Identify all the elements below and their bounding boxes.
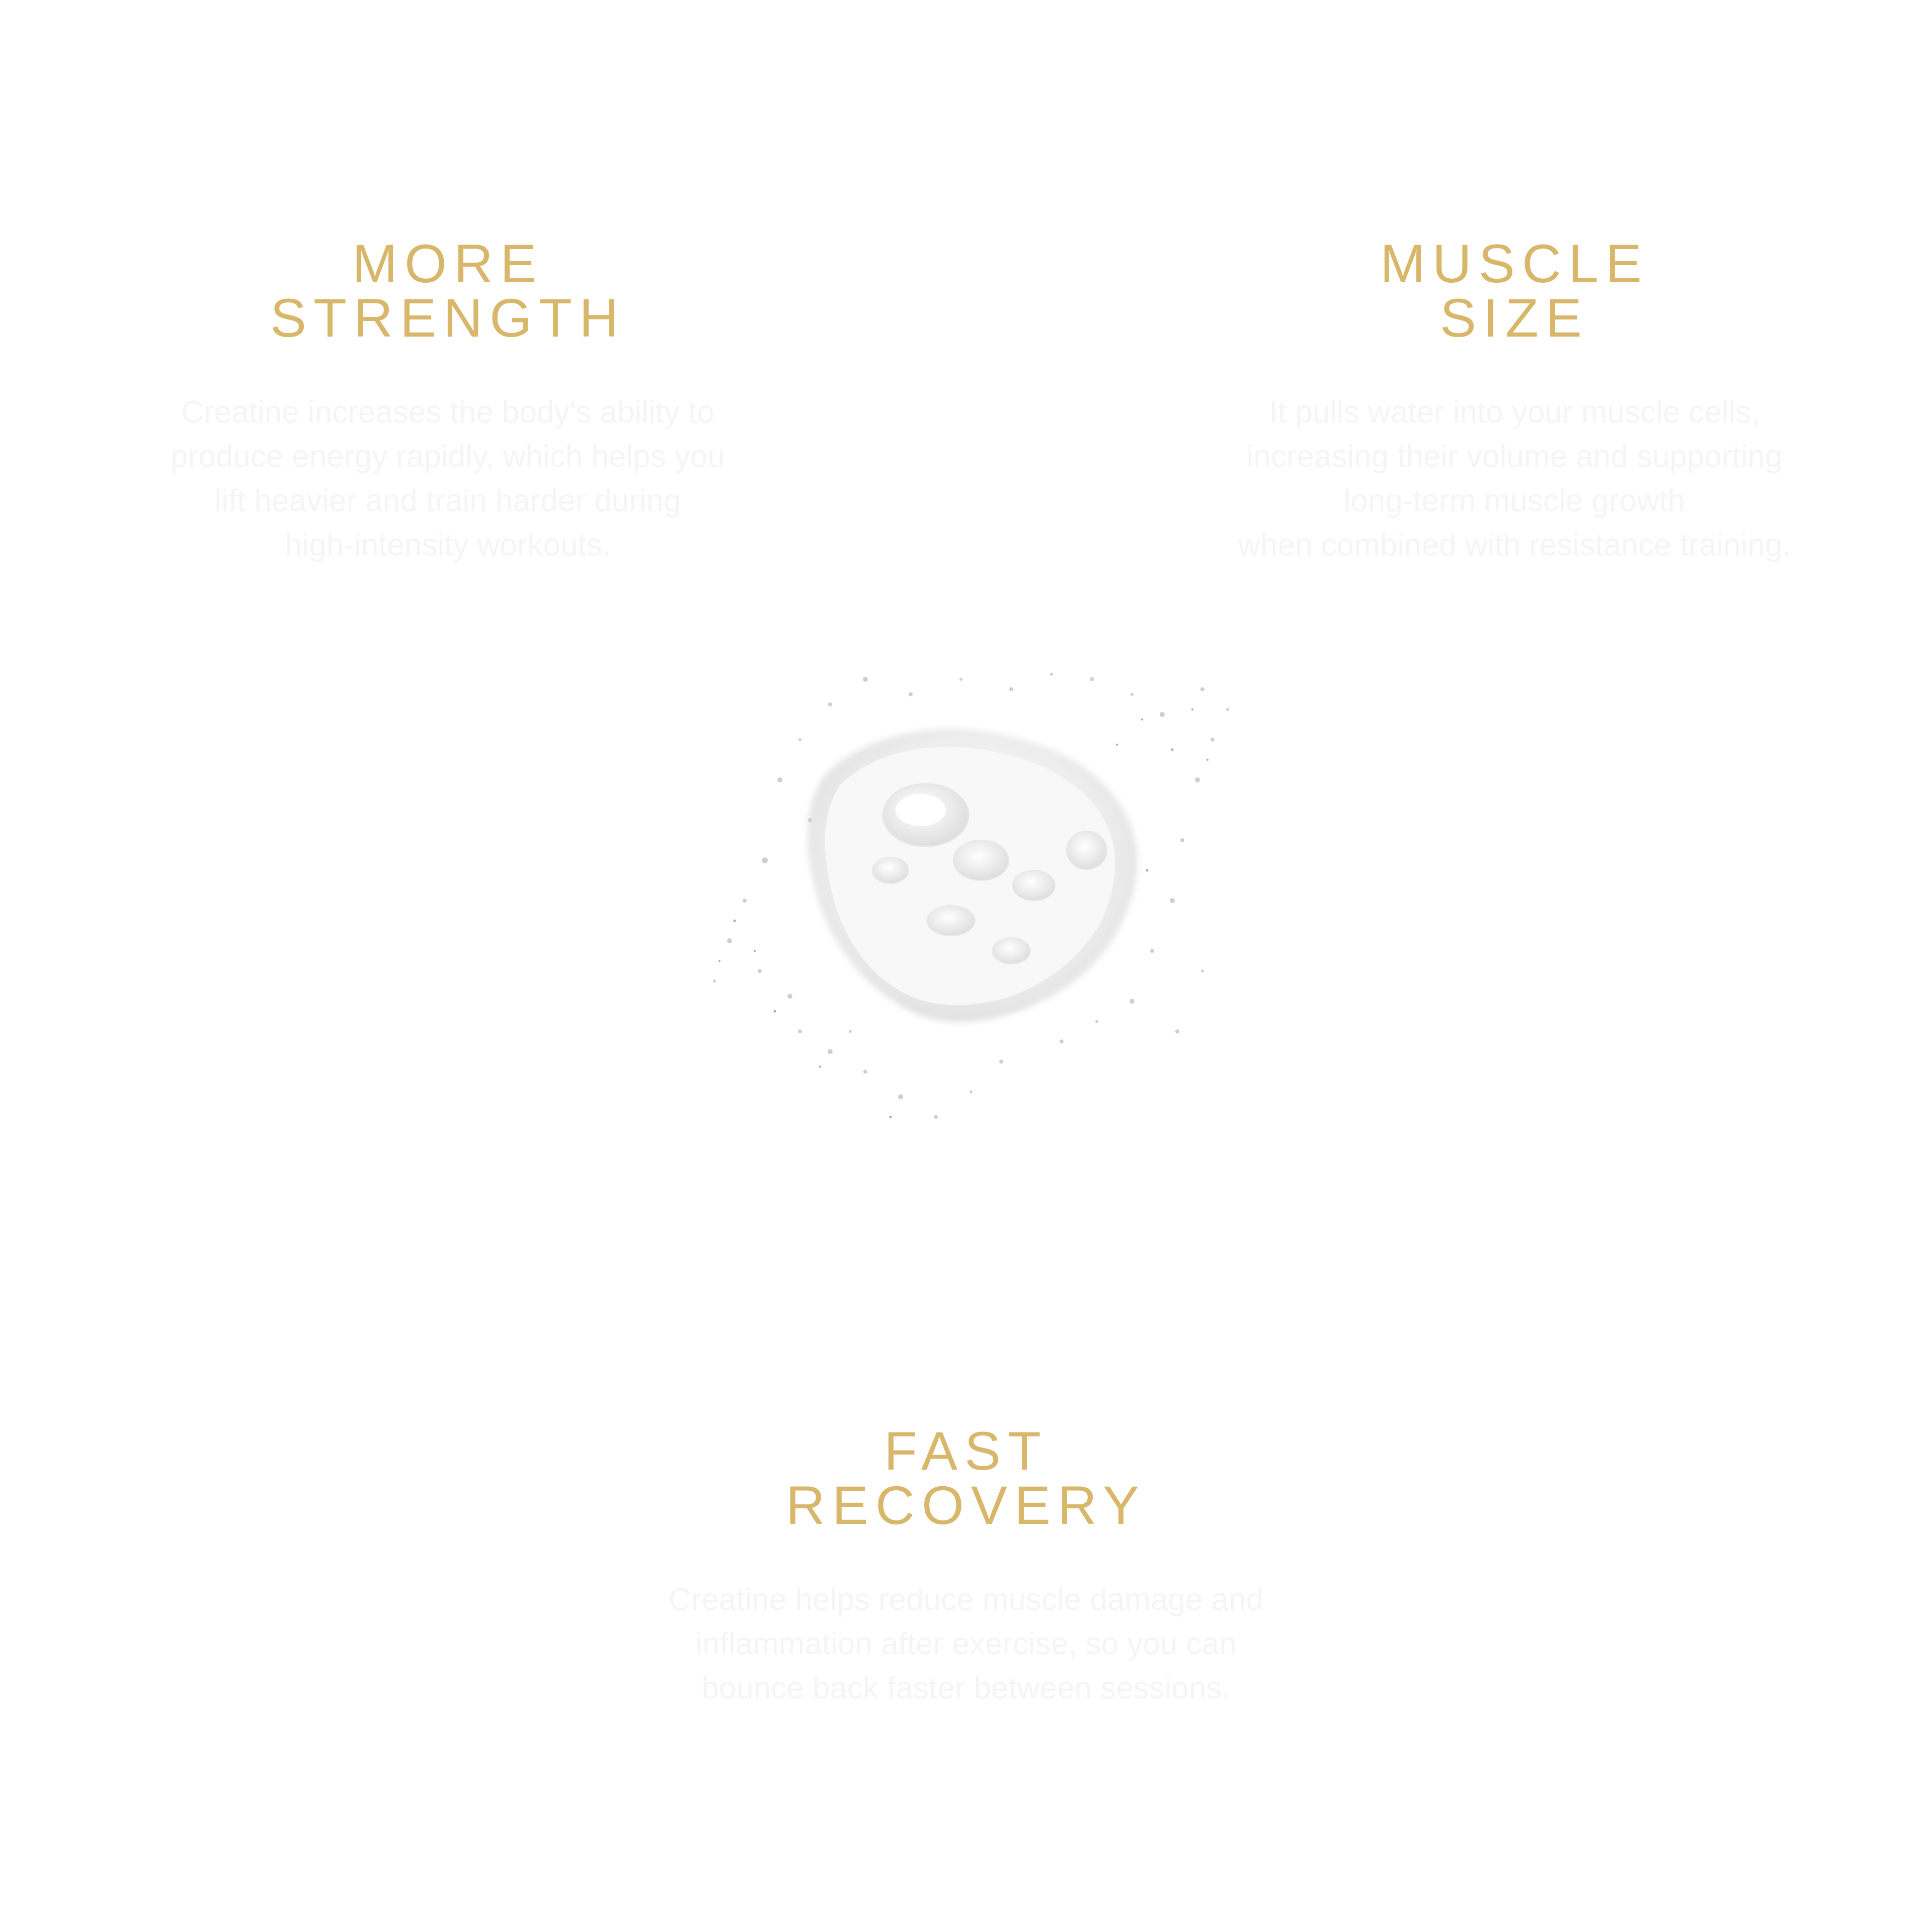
powder-pile-image (699, 649, 1248, 1132)
benefit-description-line: high-intensity workouts. (285, 528, 611, 562)
benefit-title-line2: SIZE (1439, 287, 1589, 348)
benefit-description-line: inflammation after exercise, so you can (695, 1627, 1237, 1661)
benefit-more-strength: MORE STRENGTH Creatine increases the bod… (70, 236, 825, 568)
benefit-description: Creatine increases the body's ability to… (70, 390, 825, 568)
benefit-title-line1: MUSCLE (1380, 233, 1649, 294)
benefit-title: MORE STRENGTH (70, 236, 825, 345)
benefit-description-line: when combined with resistance training. (1238, 528, 1791, 562)
benefit-description: Creatine helps reduce muscle damage and … (538, 1578, 1394, 1711)
benefit-fast-recovery: FAST RECOVERY Creatine helps reduce musc… (538, 1424, 1394, 1711)
benefit-description-line: It pulls water into your muscle cells, (1269, 395, 1760, 430)
benefit-title-line1: FAST (883, 1420, 1049, 1481)
benefit-description-line: long-term muscle growth (1343, 484, 1685, 518)
benefit-description-line: Creatine increases the body's ability to (181, 395, 714, 430)
benefit-title-line2: RECOVERY (785, 1475, 1147, 1536)
benefit-title: MUSCLE SIZE (1137, 236, 1892, 345)
benefit-description-line: increasing their volume and supporting (1246, 439, 1783, 474)
powder-pile-icon (713, 673, 1229, 1119)
benefit-description-line: bounce back faster between sessions. (701, 1671, 1231, 1706)
benefit-title-line2: STRENGTH (270, 287, 625, 348)
benefit-description-line: produce energy rapidly, which helps you (171, 439, 725, 474)
benefit-muscle-size: MUSCLE SIZE It pulls water into your mus… (1137, 236, 1892, 568)
benefit-title: FAST RECOVERY (538, 1424, 1394, 1533)
benefit-title-line1: MORE (352, 233, 543, 294)
benefit-description-line: lift heavier and train harder during (214, 484, 681, 518)
benefit-description-line: Creatine helps reduce muscle damage and (668, 1582, 1264, 1617)
benefit-description: It pulls water into your muscle cells, i… (1137, 390, 1892, 568)
